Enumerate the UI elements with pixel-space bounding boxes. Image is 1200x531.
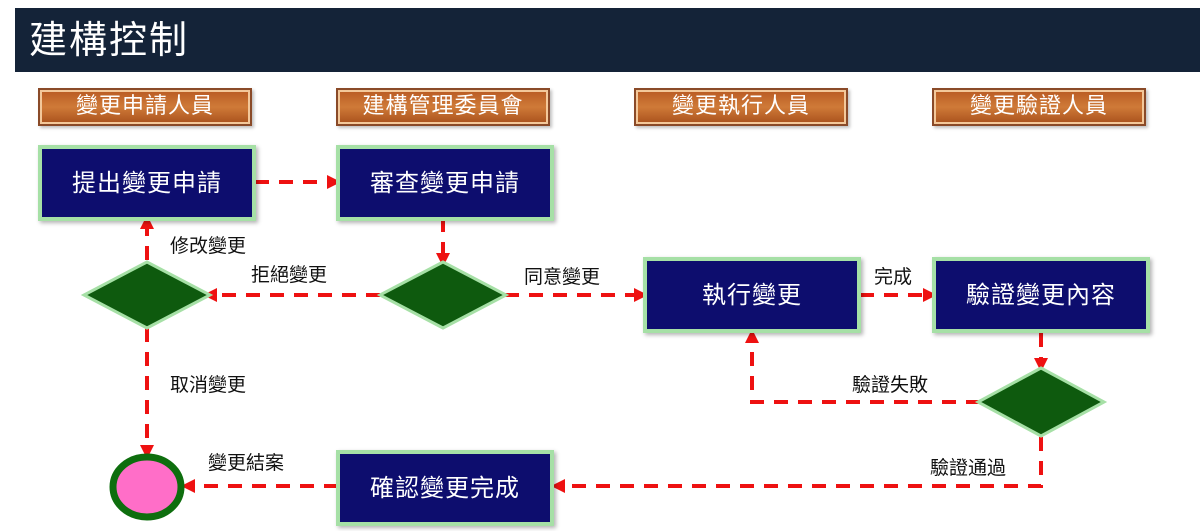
decision-verify	[974, 366, 1108, 438]
step-review: 審查變更申請	[336, 145, 554, 221]
role-config-board: 建構管理委員會	[336, 88, 550, 126]
step-execute: 執行變更	[643, 257, 861, 333]
role-change-executor: 變更執行人員	[634, 88, 848, 126]
arrow-verify-fail	[745, 329, 980, 404]
label-cancel: 取消變更	[170, 374, 247, 396]
label-done: 完成	[874, 266, 913, 288]
step-submit: 提出變更申請	[38, 145, 256, 221]
label-close: 變更結案	[208, 452, 285, 474]
end-node	[109, 453, 185, 521]
decision-review	[376, 260, 510, 330]
role-change-requester: 變更申請人員	[38, 88, 252, 126]
arrow-verify-pass	[551, 437, 1043, 493]
label-reject: 拒絕變更	[251, 264, 328, 286]
label-verify-fail: 驗證失敗	[852, 374, 929, 396]
role-change-verifier: 變更驗證人員	[932, 88, 1146, 126]
step-confirm: 確認變更完成	[336, 450, 554, 526]
decision-requester	[80, 260, 214, 330]
label-modify: 修改變更	[170, 235, 247, 257]
label-verify-pass: 驗證通過	[930, 457, 1007, 479]
page-title: 建構控制	[29, 18, 190, 62]
step-verify: 驗證變更內容	[932, 257, 1150, 333]
title-bar: 建構控制	[15, 8, 1200, 72]
label-approve: 同意變更	[524, 266, 601, 288]
